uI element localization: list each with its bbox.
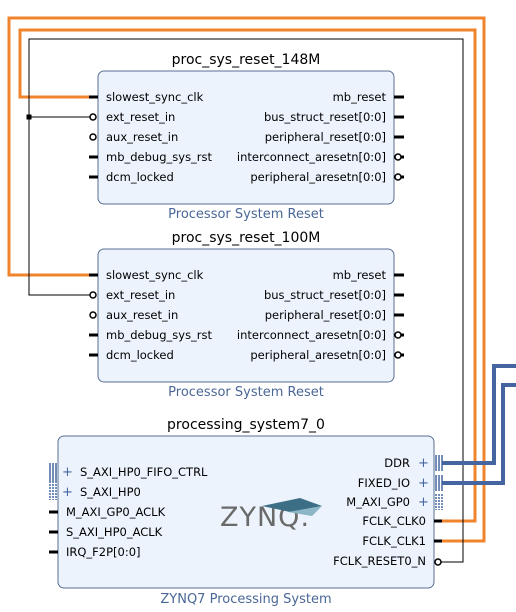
bus-pin-fixed-io[interactable] bbox=[435, 475, 443, 491]
port-m-axi-gp0-aclk: M_AXI_GP0_ACLK bbox=[66, 505, 166, 519]
port-ddr: DDR bbox=[384, 456, 410, 470]
pin-interconnect-aresetn[interactable] bbox=[394, 331, 402, 339]
expand-plus-icon[interactable]: + bbox=[418, 495, 429, 510]
block-subtitle: ZYNQ7 Processing System bbox=[160, 592, 331, 607]
port-peripheral-aresetn: peripheral_aresetn[0:0] bbox=[250, 348, 386, 362]
pin-peripheral-aresetn[interactable] bbox=[394, 351, 402, 359]
block-title: proc_sys_reset_148M bbox=[172, 52, 321, 68]
port-ext-reset-in: ext_reset_in bbox=[106, 288, 175, 302]
port-aux-reset-in: aux_reset_in bbox=[106, 308, 178, 322]
port-interconnect-aresetn: interconnect_aresetn[0:0] bbox=[237, 328, 386, 342]
port-peripheral-reset: peripheral_reset[0:0] bbox=[265, 308, 386, 322]
port-interconnect-aresetn: interconnect_aresetn[0:0] bbox=[237, 150, 386, 164]
port-fclk-reset0-n: FCLK_RESET0_N bbox=[333, 554, 426, 568]
port-bus-struct-reset: bus_struct_reset[0:0] bbox=[264, 288, 386, 302]
expand-plus-icon[interactable]: + bbox=[62, 465, 73, 480]
port-peripheral-reset: peripheral_reset[0:0] bbox=[265, 130, 386, 144]
wire-ddr[interactable] bbox=[442, 364, 516, 465]
port-s-axi-hp0: S_AXI_HP0 bbox=[80, 485, 141, 499]
pin-ext-reset-in[interactable] bbox=[89, 291, 97, 299]
bus-pin-s-axi-hp0[interactable] bbox=[49, 484, 57, 500]
bus-pin-s-axi-hp0-fifo-ctrl[interactable] bbox=[49, 463, 57, 483]
pin-peripheral-aresetn[interactable] bbox=[394, 173, 402, 181]
port-mb-debug-sys-rst: mb_debug_sys_rst bbox=[106, 150, 213, 164]
port-m-axi-gp0: M_AXI_GP0 bbox=[346, 495, 410, 509]
pin-aux-reset-in[interactable] bbox=[89, 311, 97, 319]
port-ext-reset-in: ext_reset_in bbox=[106, 110, 175, 124]
expand-plus-icon[interactable]: + bbox=[62, 485, 73, 500]
port-bus-struct-reset: bus_struct_reset[0:0] bbox=[264, 110, 386, 124]
pin-fclk-reset0-n[interactable] bbox=[434, 558, 442, 566]
block-title: proc_sys_reset_100M bbox=[172, 230, 321, 246]
block-title: processing_system7_0 bbox=[167, 417, 325, 433]
port-s-axi-hp0-fifo-ctrl: S_AXI_HP0_FIFO_CTRL bbox=[80, 465, 208, 479]
wire-fixed-io[interactable] bbox=[442, 383, 516, 485]
wire-fclk-clk0[interactable] bbox=[18, 28, 477, 523]
port-slowest-sync-clk: slowest_sync_clk bbox=[106, 268, 204, 282]
pin-ext-reset-in[interactable] bbox=[89, 113, 97, 121]
zynq-logo: ZYNQ. bbox=[220, 498, 322, 533]
block-subtitle: Processor System Reset bbox=[168, 385, 324, 400]
port-mb-reset: mb_reset bbox=[333, 90, 387, 104]
block-proc-sys-reset-148m[interactable]: proc_sys_reset_148M Processor System Res… bbox=[89, 52, 404, 222]
bus-pin-ddr[interactable] bbox=[435, 455, 443, 471]
pin-interconnect-aresetn[interactable] bbox=[394, 153, 402, 161]
port-s-axi-hp0-aclk: S_AXI_HP0_ACLK bbox=[66, 525, 163, 539]
expand-plus-icon[interactable]: + bbox=[418, 476, 429, 491]
wires bbox=[7, 16, 516, 563]
wire-junction bbox=[26, 114, 32, 120]
port-fclk-clk0: FCLK_CLK0 bbox=[362, 514, 426, 528]
port-peripheral-aresetn: peripheral_aresetn[0:0] bbox=[250, 170, 386, 184]
block-subtitle: Processor System Reset bbox=[168, 207, 324, 222]
wire-fclk-reset0-n[interactable] bbox=[28, 38, 464, 563]
block-proc-sys-reset-100m[interactable]: proc_sys_reset_100M Processor System Res… bbox=[89, 230, 404, 400]
block-processing-system7[interactable]: processing_system7_0 ZYNQ7 Processing Sy… bbox=[49, 417, 443, 607]
port-dcm-locked: dcm_locked bbox=[106, 170, 174, 184]
port-aux-reset-in: aux_reset_in bbox=[106, 130, 178, 144]
bus-pin-m-axi-gp0[interactable] bbox=[435, 494, 443, 510]
port-mb-reset: mb_reset bbox=[333, 268, 387, 282]
port-fixed-io: FIXED_IO bbox=[358, 476, 410, 490]
pin-aux-reset-in[interactable] bbox=[89, 133, 97, 141]
wire-fclk-clk1[interactable] bbox=[7, 16, 486, 543]
port-slowest-sync-clk: slowest_sync_clk bbox=[106, 90, 204, 104]
port-fclk-clk1: FCLK_CLK1 bbox=[362, 534, 426, 548]
expand-plus-icon[interactable]: + bbox=[418, 456, 429, 471]
port-irq-f2p: IRQ_F2P[0:0] bbox=[66, 545, 141, 559]
port-dcm-locked: dcm_locked bbox=[106, 348, 174, 362]
port-mb-debug-sys-rst: mb_debug_sys_rst bbox=[106, 328, 213, 342]
